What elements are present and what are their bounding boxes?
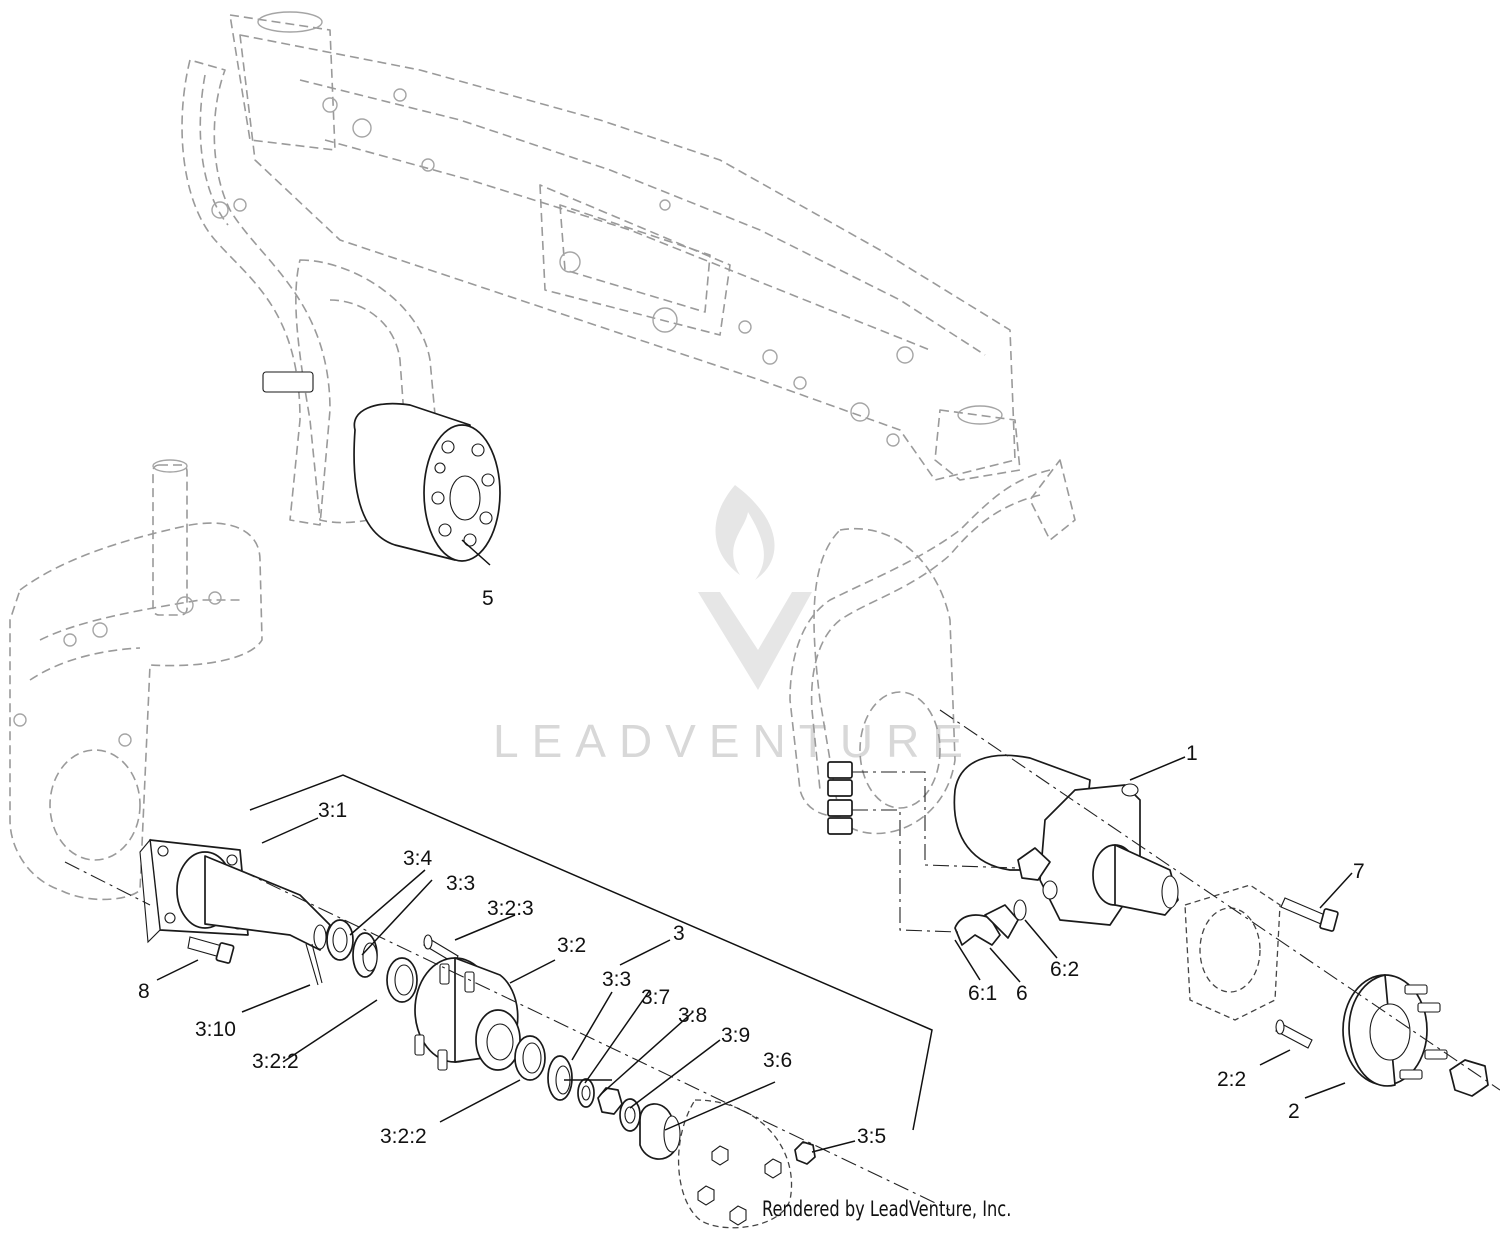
callout-3-2-3: 3:2:3: [487, 897, 534, 920]
part-3-2-2-bearing-race-inner: [386, 957, 418, 1003]
group-3-bracket: [249, 774, 933, 1131]
callout-6-2: 6:2: [1050, 958, 1079, 981]
part-3-8-nut: [597, 1087, 623, 1115]
callout-3-9: 3:9: [721, 1024, 750, 1047]
callout-3-4: 3:4: [403, 847, 433, 870]
part-2-wheel-hub: [1342, 974, 1489, 1097]
part-3-1-spindle: [139, 838, 331, 951]
wheel-rim-outline: [678, 1099, 816, 1229]
leadventure-watermark: LEADVENTURE: [493, 485, 976, 767]
part-8-bolt: [187, 936, 235, 964]
callout-1: 1: [1186, 742, 1198, 765]
part-3-2-2-bearing-race-outer: [514, 1035, 546, 1081]
callout-6: 6: [1016, 982, 1028, 1005]
callout-7: 7: [1353, 860, 1365, 883]
watermark-text: LEADVENTURE: [493, 715, 976, 767]
part-3-4-seal: [326, 919, 354, 961]
callout-3-7: 3:7: [641, 986, 670, 1009]
part-2-2-wheel-stud: [1275, 1019, 1313, 1049]
part-3-2-wheel-hub: [414, 957, 521, 1071]
callout-3-8: 3:8: [678, 1004, 707, 1027]
callout-3-2-2-right: 3:2:2: [380, 1125, 427, 1148]
callout-2-2: 2:2: [1217, 1068, 1246, 1091]
part-5-hydraulic-motor: [262, 371, 501, 562]
callout-2: 2: [1288, 1100, 1300, 1123]
callout-3-6: 3:6: [763, 1049, 792, 1072]
callout-3-2: 3:2: [557, 934, 586, 957]
flame-logo-icon: [715, 485, 775, 580]
callout-leaders: [156, 539, 1353, 1153]
callout-3-3-right: 3:3: [602, 968, 631, 991]
rendered-by-credit: Rendered by LeadVenture, Inc.: [762, 1197, 1012, 1221]
motor-mount-plate-outline: [1184, 884, 1281, 1021]
axle-frame-outline: [181, 11, 1076, 835]
part-3-7-washer: [577, 1078, 595, 1108]
part-3-6-dust-cap: [639, 1103, 681, 1160]
callout-3-10: 3:10: [195, 1018, 236, 1041]
part-1-wheel-motor: [953, 754, 1179, 926]
chevron-logo-icon: [698, 592, 812, 690]
part-3-3-bearing-inner: [352, 932, 378, 978]
callout-6-1: 6:1: [968, 982, 997, 1005]
callout-3-2-2-left: 3:2:2: [252, 1050, 299, 1073]
callout-3-5: 3:5: [857, 1125, 886, 1148]
part-3-10-cotter-pin: [305, 943, 323, 986]
callout-3-1: 3:1: [318, 799, 347, 822]
part-3-5-lug-nuts: [697, 1141, 816, 1226]
callout-5: 5: [482, 587, 494, 610]
callout-8: 8: [138, 980, 150, 1003]
assembly-center-lines: [64, 709, 1500, 1211]
part-7-bolt: [1280, 897, 1339, 932]
callout-3-3-left: 3:3: [446, 872, 475, 895]
part-6-hydraulic-fittings: [827, 761, 1027, 946]
callout-3: 3: [673, 922, 685, 945]
callout-labels: 1 2 2:2 3 3:1 3:2 3:2:2 3:2:2 3:2:3 3:3 …: [138, 587, 1365, 1148]
left-steering-knuckle-outline: [9, 459, 263, 901]
part-3-9-nut-retainer: [619, 1098, 641, 1132]
part-3-3-bearing-outer: [547, 1055, 573, 1101]
